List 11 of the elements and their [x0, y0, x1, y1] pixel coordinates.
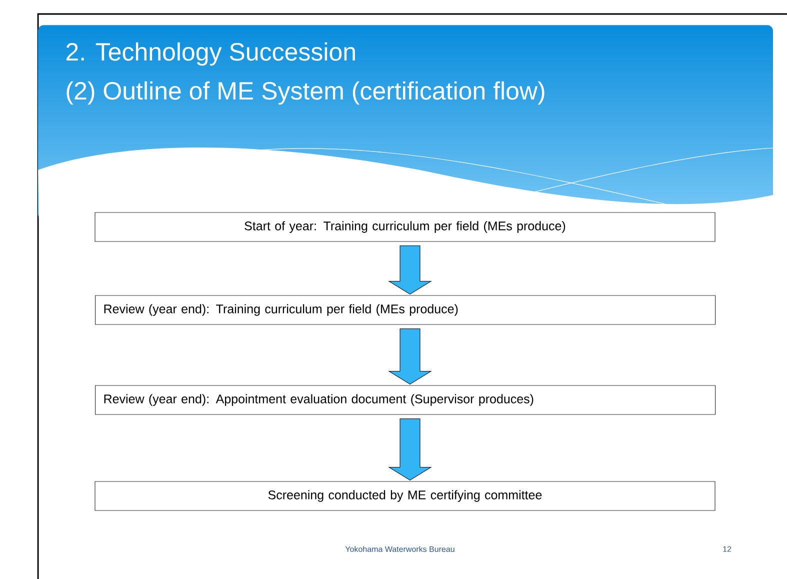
slide-title: 2. Technology Succession — [66, 42, 355, 66]
process-box: Review (year end): Appointment evaluation document (Supervisor produces) — [95, 385, 716, 415]
block-arrow — [388, 418, 432, 480]
process-box: Start of year: Training curriculum per field (MEs produce) — [94, 212, 716, 242]
page-number: 12 — [723, 546, 732, 552]
footer-text: Yokohama Waterworks Bureau — [345, 546, 454, 552]
process-box: Screening conducted by ME certifying committee — [94, 481, 716, 511]
process-box: Review (year end): Training curriculum per field (MEs produce) — [95, 295, 716, 325]
slide-subtitle: (2) Outline of ME System (certification flow) — [66, 81, 544, 105]
block-arrow — [388, 246, 432, 294]
block-arrow — [388, 328, 432, 384]
